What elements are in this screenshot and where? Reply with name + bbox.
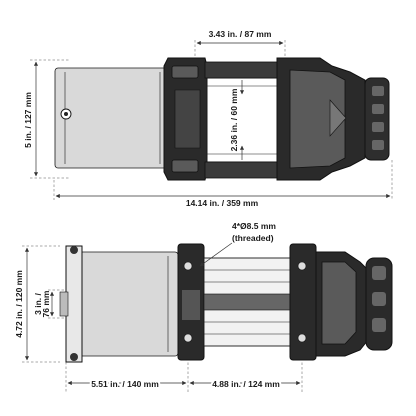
right-end-plate (289, 243, 317, 361)
left-end-plate (177, 243, 205, 361)
drum-side (203, 257, 291, 347)
gearbox (276, 57, 390, 181)
bolt-callout-leader (199, 242, 233, 267)
dim-label-bolt-spacing-h: 4.88 in. / 124 mm (212, 379, 280, 389)
dim-label-total-length: 14.14 in. / 359 mm (186, 198, 259, 208)
left-housing (163, 57, 208, 181)
motor-side (59, 245, 179, 363)
dim-label-mount-height: 4.72 in. / 120 mm (14, 270, 24, 338)
dim-label-height: 5 in. / 127 mm (23, 92, 33, 148)
dim-label-drum-diameter: 2.36 in. / 60 mm (229, 88, 239, 151)
top-view: 3.43 in. / 87 mm 5 in. / 127 mm 2.36 in.… (23, 29, 393, 208)
motor-body (54, 67, 171, 169)
dim-label-offset-length: 5.51 in. / 140 mm (91, 379, 159, 389)
dim-label-drum-width: 3.43 in. / 87 mm (209, 29, 272, 39)
bottom-view: 4*Ø8.5 mm (threaded) 4.72 in. / 120 mm 3… (14, 221, 393, 392)
bolt-note-threaded: (threaded) (232, 233, 274, 243)
dim-label-bolt-spacing-v-1: 3 in. / (33, 293, 43, 315)
gearbox-side (315, 251, 393, 357)
bolt-note-size: 4*Ø8.5 mm (232, 221, 276, 231)
dim-label-bolt-spacing-v-2: 76 mm (41, 290, 51, 317)
drum (204, 61, 280, 179)
